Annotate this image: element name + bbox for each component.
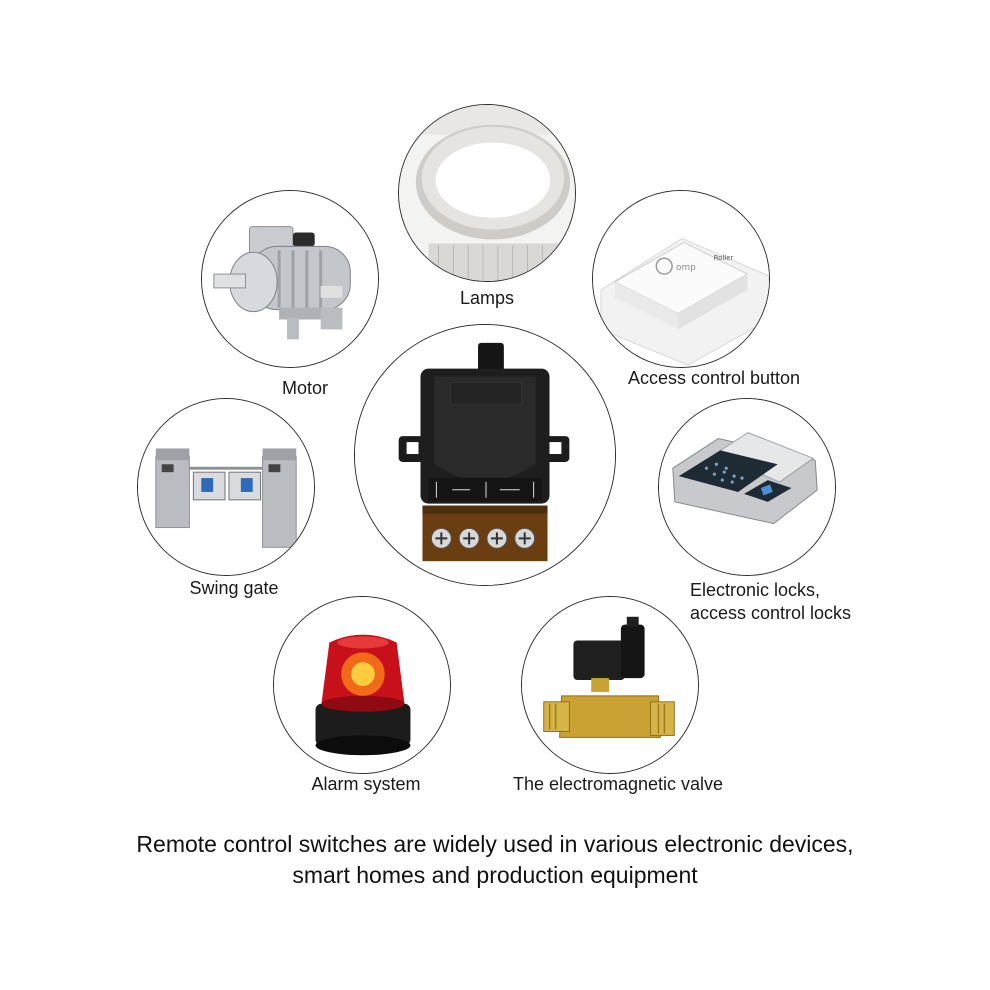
access-button-label: Access control button	[627, 368, 801, 388]
turnstile-gate-icon	[138, 399, 314, 575]
lamps-circle	[398, 104, 576, 282]
relay-module-circle	[354, 324, 616, 586]
wall-switch-icon: omp Roller	[593, 191, 769, 367]
solenoid-valve-icon	[522, 597, 698, 773]
lamps-label: Lamps	[459, 288, 515, 308]
relay-receiver-icon	[355, 325, 615, 585]
motor-circle	[201, 190, 379, 368]
red-beacon-icon	[274, 597, 450, 773]
ring-lamp-icon	[399, 105, 575, 281]
electric-motor-icon	[202, 191, 378, 367]
valve-circle	[521, 596, 699, 774]
alarm-circle	[273, 596, 451, 774]
caption-line1: Remote control switches are widely used …	[136, 831, 854, 857]
valve-label: The electromagnetic valve	[512, 774, 724, 794]
svg-text:omp: omp	[676, 263, 696, 273]
electronic-locks-label-line1: Electronic locks,	[690, 580, 821, 600]
keypad-lock-icon	[659, 399, 835, 575]
motor-label: Motor	[281, 378, 329, 398]
caption-line2: smart homes and production equipment	[292, 862, 698, 888]
svg-text:Roller: Roller	[714, 254, 734, 262]
electronic-locks-label-line2: access control locks	[690, 603, 852, 623]
access-button-circle: omp Roller	[592, 190, 770, 368]
swing-gate-circle	[137, 398, 315, 576]
swing-gate-label: Swing gate	[189, 578, 279, 598]
alarm-label: Alarm system	[311, 774, 421, 794]
electronic-locks-circle	[658, 398, 836, 576]
